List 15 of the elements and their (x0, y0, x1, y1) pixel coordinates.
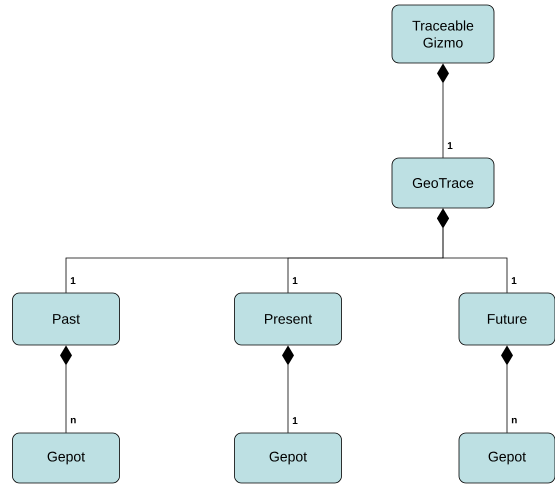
class-box: Traceable Gizmo (392, 4, 494, 64)
multiplicity-label: n (69, 416, 78, 424)
class-box: Gepot (458, 432, 555, 484)
multiplicity-label: 1 (446, 141, 454, 150)
class-box: Future (458, 292, 555, 346)
multiplicity-label: n (510, 416, 518, 424)
class-box: Gepot (234, 432, 342, 484)
multiplicity-label: 1 (69, 276, 77, 286)
class-box: Gepot (12, 432, 120, 484)
class-box: Present (234, 292, 342, 346)
class-box: Past (12, 292, 120, 346)
multiplicity-label: 1 (291, 276, 299, 286)
class-box: GeoTrace (392, 158, 494, 208)
multiplicity-label: 1 (510, 276, 518, 286)
multiplicity-label: 1 (291, 416, 299, 426)
